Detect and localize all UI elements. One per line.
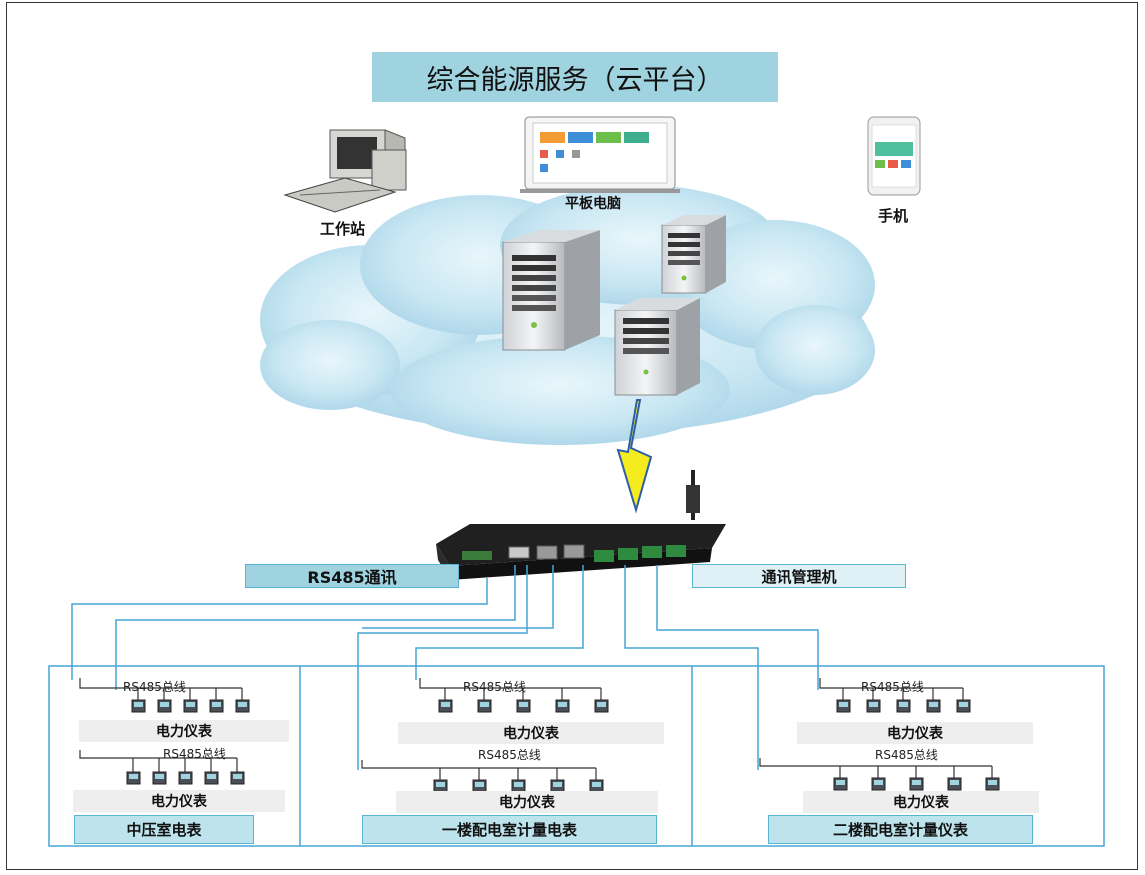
power-meter-icon	[438, 699, 453, 713]
meter-label: 电力仪表	[79, 720, 289, 742]
tablet-label: 平板电脑	[565, 196, 621, 212]
tablet-icon	[520, 116, 680, 193]
diagram-frame	[6, 2, 1138, 870]
power-meter-icon	[126, 771, 141, 785]
power-meter-icon	[836, 699, 851, 713]
phone-icon	[867, 116, 921, 196]
meter-label: 电力仪表	[396, 791, 658, 813]
bus-label: RS485总线	[875, 748, 938, 762]
power-meter-icon	[866, 699, 881, 713]
gateway-device-icon	[436, 470, 726, 580]
power-meter-icon	[947, 777, 962, 791]
power-meter-icon	[909, 777, 924, 791]
server-icon	[502, 230, 600, 351]
power-meter-icon	[896, 699, 911, 713]
group-name: 中压室电表	[74, 815, 254, 844]
meter-wiring	[79, 678, 993, 780]
group-name: 二楼配电室计量仪表	[768, 815, 1033, 844]
power-meter-icon	[956, 699, 971, 713]
server-icon	[614, 298, 700, 396]
power-meter-icon	[157, 699, 172, 713]
bus-label: RS485总线	[463, 680, 526, 694]
meter-label: 电力仪表	[398, 722, 664, 744]
bus-label: RS485总线	[861, 680, 924, 694]
workstation-icon	[283, 129, 407, 213]
bus-label: RS485总线	[123, 680, 186, 694]
power-meter-icon	[152, 771, 167, 785]
power-meter-icon	[183, 699, 198, 713]
power-meter-icon	[477, 699, 492, 713]
workstation-label: 工作站	[320, 220, 366, 238]
lightning-icon	[616, 399, 653, 514]
power-meter-icon	[230, 771, 245, 785]
power-meter-icon	[131, 699, 146, 713]
meter-icons	[126, 699, 1000, 793]
power-meter-icon	[516, 699, 531, 713]
power-meter-icon	[594, 699, 609, 713]
power-meter-icon	[472, 779, 487, 793]
power-meter-icon	[833, 777, 848, 791]
bus-label: RS485总线	[478, 748, 541, 762]
power-meter-icon	[555, 699, 570, 713]
manager-label: 通讯管理机	[692, 564, 906, 588]
power-meter-icon	[178, 771, 193, 785]
meter-label: 电力仪表	[803, 791, 1039, 813]
meter-label: 电力仪表	[73, 790, 285, 812]
power-meter-icon	[871, 777, 886, 791]
bus-label: RS485总线	[163, 747, 226, 761]
power-meter-icon	[926, 699, 941, 713]
power-meter-icon	[985, 777, 1000, 791]
server-icon	[661, 215, 726, 294]
rs485-label: RS485通讯	[245, 564, 459, 588]
power-meter-icon	[209, 699, 224, 713]
meter-label: 电力仪表	[797, 722, 1033, 744]
power-meter-icon	[204, 771, 219, 785]
group-name: 一楼配电室计量电表	[362, 815, 657, 844]
phone-label: 手机	[878, 207, 909, 225]
power-meter-icon	[235, 699, 250, 713]
connection-lines	[48, 565, 1105, 847]
power-meter-icon	[589, 779, 604, 793]
page-title: 综合能源服务（云平台）	[372, 52, 778, 102]
